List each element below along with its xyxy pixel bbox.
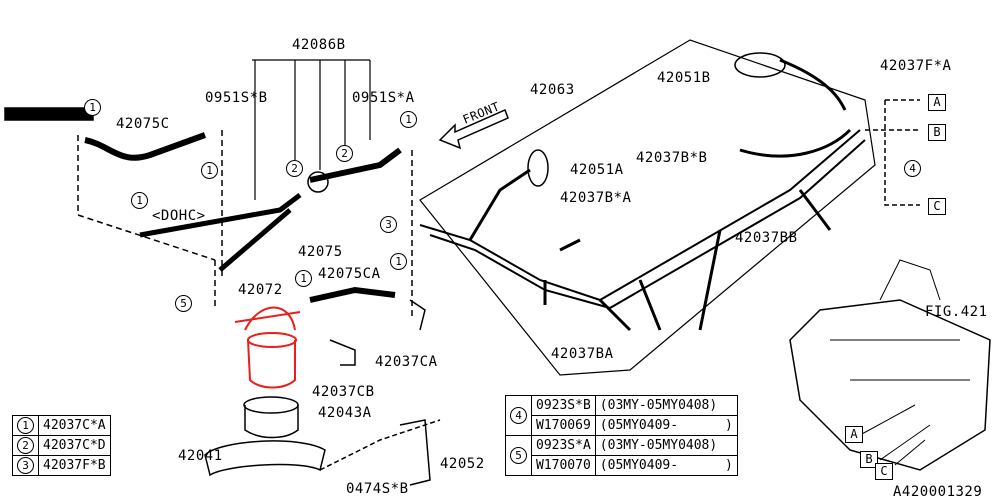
- label-42043A: 42043A: [318, 405, 372, 421]
- bracket-42041: [204, 440, 326, 477]
- return-pipe: [429, 139, 866, 310]
- plate-42051B: [734, 52, 786, 78]
- label-42051B: 42051B: [657, 70, 711, 86]
- leader-lines: [252, 59, 371, 200]
- label-42037CB: 42037CB: [312, 384, 375, 400]
- label-42052: 42052: [440, 456, 485, 472]
- label-42037BB: 42037BB: [735, 230, 798, 246]
- tank-detail: [830, 259, 970, 381]
- ref-box-c-tank: C: [875, 463, 893, 480]
- fuel-filter-42072: [234, 306, 301, 389]
- fuel-pipe: [419, 129, 861, 302]
- label-42086B: 42086B: [292, 37, 346, 53]
- legend-num: 2: [17, 437, 34, 454]
- legend-part: W170069: [531, 415, 596, 436]
- label-42072: 42072: [238, 282, 283, 298]
- ref-box-b: B: [928, 124, 946, 141]
- label-42037CA: 42037CA: [375, 354, 438, 370]
- underbody-outline: [419, 39, 876, 376]
- band-42043A: [244, 405, 299, 439]
- hose-0951: [309, 147, 402, 183]
- ref-box-a: A: [928, 94, 946, 111]
- ref-box-a-tank: A: [845, 426, 863, 443]
- callout-5: 5: [175, 295, 192, 312]
- callout-2: 2: [336, 145, 353, 162]
- black-bar-marker: [4, 107, 94, 121]
- label-42037B-star-B: 42037B*B: [636, 150, 708, 166]
- legend-part: 0923S*B: [531, 395, 596, 416]
- branch-pipes: [468, 168, 832, 332]
- label-0474SB: 0474S*B: [346, 481, 409, 497]
- legend-range: (05MY0409- ): [594, 415, 738, 436]
- label-42063: 42063: [530, 82, 575, 98]
- callout-1: 1: [84, 99, 101, 116]
- label-0951SB: 0951S*B: [205, 90, 268, 106]
- drawing-id: A420001329: [893, 484, 983, 500]
- legend-part: 42037C*D: [38, 435, 111, 456]
- pipe-42075: [139, 193, 302, 272]
- legend-num: 4: [510, 407, 527, 424]
- label-42075: 42075: [298, 244, 343, 260]
- callout-1: 1: [390, 253, 407, 270]
- plate-42051A: [527, 149, 549, 187]
- label-42041: 42041: [178, 448, 223, 464]
- callout-2: 2: [286, 160, 303, 177]
- legend-num: 3: [17, 457, 34, 474]
- hose-42075CA: [309, 286, 396, 303]
- callout-1: 1: [201, 162, 218, 179]
- callout-1: 1: [400, 111, 417, 128]
- legend-num: 1: [17, 417, 34, 434]
- clips: [329, 299, 426, 366]
- label-42037B-star-A: 42037B*A: [560, 190, 632, 206]
- legend-range: (05MY0409- ): [594, 455, 738, 476]
- legend-num: 5: [510, 447, 527, 464]
- callout-3: 3: [380, 216, 397, 233]
- label-fig421: FIG.421: [925, 304, 988, 320]
- vent-hoses: [739, 58, 852, 158]
- hose-42075C: [84, 132, 207, 161]
- callout-1: 1: [295, 270, 312, 287]
- label-42037BA: 42037BA: [551, 346, 614, 362]
- label-42075CA: 42075CA: [318, 266, 381, 282]
- ref-guides: [865, 99, 920, 206]
- callout-1: 1: [131, 192, 148, 209]
- legend-range: (03MY-05MY0408): [594, 435, 738, 456]
- legend-part: 42037C*A: [38, 415, 111, 436]
- ref-leaders: [859, 404, 931, 466]
- legend-part: 42037F*B: [38, 455, 111, 476]
- label-42037FA: 42037F*A: [880, 58, 952, 74]
- legend-range: (03MY-05MY0408): [594, 395, 738, 416]
- label-0951SA: 0951S*A: [352, 90, 415, 106]
- label-42075C: 42075C: [116, 116, 170, 132]
- label-42051A: 42051A: [570, 162, 624, 178]
- ref-box-b-tank: B: [860, 451, 878, 468]
- legend-part: 0923S*A: [531, 435, 596, 456]
- damper: [307, 171, 329, 193]
- legend-part: W170070: [531, 455, 596, 476]
- dashed-guide: [77, 130, 413, 320]
- fuel-tank: [789, 299, 991, 471]
- label-dohc: <DOHC>: [152, 208, 206, 224]
- bracket-42052: [399, 419, 431, 486]
- front-arrow-icon: [438, 108, 509, 150]
- ref-box-c: C: [928, 198, 946, 215]
- dashed-leader: [319, 419, 441, 471]
- callout-4: 4: [904, 160, 921, 177]
- band-top: [243, 396, 299, 414]
